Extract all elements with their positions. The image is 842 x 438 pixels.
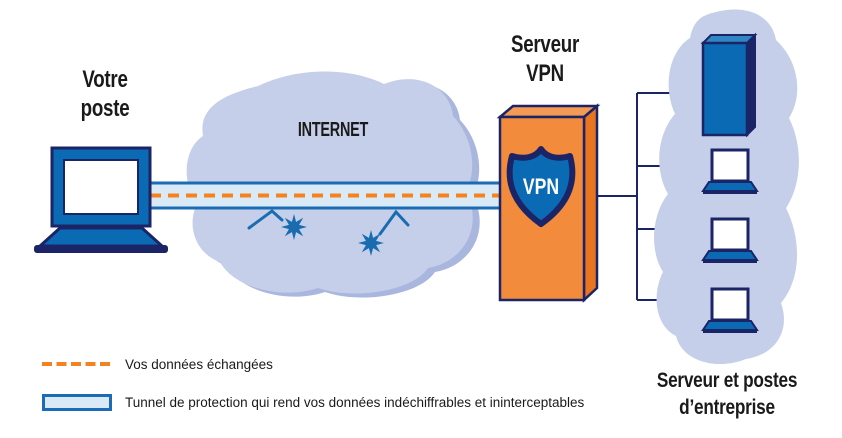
legend-item-exchanged-data: Vos données échangées	[42, 354, 273, 374]
server-tower-icon	[700, 32, 758, 138]
vpn-shield-icon	[506, 146, 576, 227]
vpn-server-box-icon	[496, 103, 601, 303]
legend-label-tunnel: Tunnel de protection qui rend vos donnée…	[125, 394, 585, 410]
exchanged-data-dash-swatch	[42, 362, 112, 366]
laptop-icon	[34, 146, 168, 253]
vpn-shield-label: VPN	[522, 174, 560, 199]
attack-arrow-starburst-icon	[358, 209, 410, 256]
label-vpn-server: Serveur VPN	[510, 31, 580, 87]
label-your-station: Votre poste	[80, 66, 130, 122]
protection-tunnel	[146, 181, 504, 210]
label-enterprise: Serveur et postes d’entreprise	[656, 369, 798, 420]
tunnel-rectangle-swatch	[42, 393, 112, 411]
label-internet: INTERNET	[297, 119, 369, 141]
legend-item-tunnel: Tunnel de protection qui rend vos donnée…	[42, 392, 584, 412]
workstation-laptop-icon	[701, 148, 759, 194]
legend-label-exchanged-data: Vos données échangées	[125, 356, 273, 372]
attack-arrow-starburst-icon	[247, 209, 307, 240]
network-connector-lines	[597, 92, 680, 301]
workstation-laptop-icon	[701, 217, 759, 263]
workstation-laptop-icon	[701, 287, 759, 333]
